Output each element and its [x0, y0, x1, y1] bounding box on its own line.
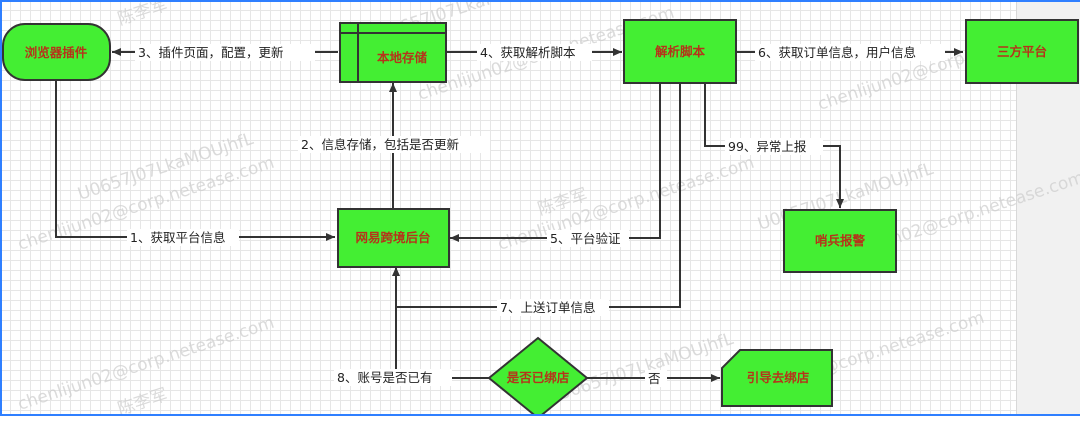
edge-label-no: 否	[648, 371, 661, 386]
node-label-sentinel: 哨兵报警	[815, 233, 866, 248]
edge-label-5: 5、平台验证	[550, 231, 621, 246]
node-sentinel	[783, 209, 897, 273]
node-label-browser-plugin: 浏览器插件	[25, 45, 88, 60]
selection-frame-left	[0, 0, 2, 416]
node-label-third-party: 三方平台	[997, 44, 1047, 59]
node-label-local-storage: 本地存储	[377, 50, 428, 65]
edge-label-7: 7、上送订单信息	[500, 300, 595, 315]
node-parse-script	[623, 19, 737, 84]
edge-5-arrow	[450, 84, 661, 242]
node-label-bound-check: 是否已绑店	[506, 370, 570, 385]
node-third-party	[965, 19, 1079, 84]
node-backend	[337, 208, 450, 268]
node-label-parse-script: 解析脚本	[655, 44, 706, 59]
node-label-guide-bind: 引导去绑店	[747, 370, 810, 385]
page-bottom-strip	[0, 416, 1080, 424]
edge-label-1: 1、获取平台信息	[130, 230, 225, 245]
node-browser-plugin	[2, 23, 111, 81]
edge-label-8: 8、账号是否已有	[337, 370, 432, 385]
edge-label-4: 4、获取解析脚本	[480, 45, 576, 60]
node-label-backend: 网易跨境后台	[355, 230, 430, 245]
edge-label-2: 2、信息存储，包括是否更新	[301, 137, 459, 152]
node-guide-bind	[721, 349, 833, 407]
edge-label-99: 99、异常上报	[728, 139, 807, 154]
watermark-code: U0657J07LkaMOUjhfL	[555, 329, 736, 405]
selection-frame-top	[0, 0, 1080, 2]
edge-8-line	[395, 268, 489, 379]
watermark-name: 陈李军	[115, 0, 170, 30]
selection-frame-bottom	[0, 414, 1080, 416]
edge-label-3: 3、插件页面，配置，更新	[138, 45, 283, 60]
edge-label-6: 6、获取订单信息，用户信息	[758, 45, 916, 60]
edge-1-arrow	[55, 80, 335, 241]
